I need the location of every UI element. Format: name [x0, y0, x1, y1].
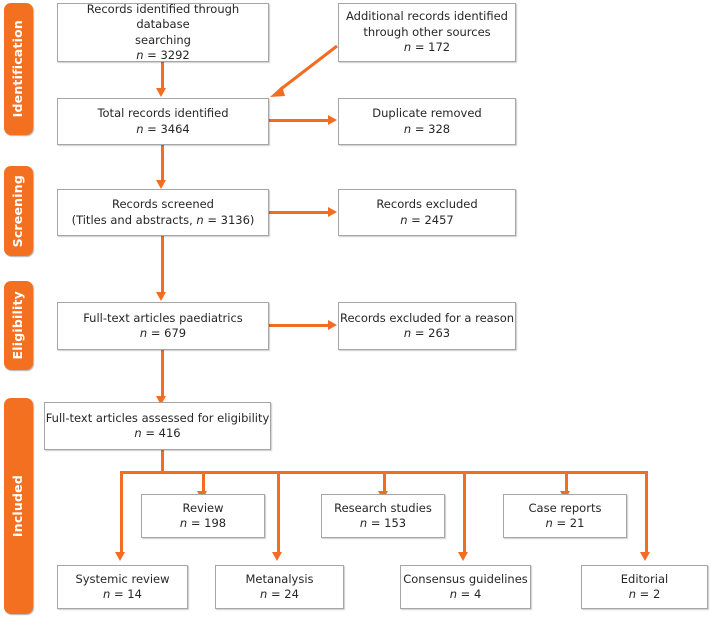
connector-total-to-screened	[161, 145, 164, 183]
node-count: n = 21	[545, 516, 585, 530]
node-line-1: Duplicate removed	[372, 106, 482, 120]
node-line-2: searching	[135, 32, 191, 47]
node-line-1: Editorial	[620, 571, 669, 586]
stage-bar-included: Included	[4, 398, 33, 614]
node-line-2: through other sources	[363, 24, 491, 39]
node-line-1: Records screened	[112, 197, 214, 211]
stage-bar-eligibility: Eligibility	[4, 281, 33, 370]
node-records-excluded: Records excluded n = 2457	[338, 189, 516, 236]
node-review: Review n = 198	[141, 494, 265, 538]
node-line-1: Total records identified	[97, 106, 229, 120]
node-count: n = 2457	[400, 212, 454, 227]
node-additional-records-other-sources: Additional records identified through ot…	[338, 3, 516, 62]
node-records-excluded-for-reason: Records excluded for a reason n = 263	[338, 302, 516, 350]
connector-bus-to-systemic-review	[120, 471, 123, 555]
node-consensus-guidelines: Consensus guidelines n = 4	[400, 565, 531, 609]
arrowhead-total-to-screened	[156, 180, 166, 189]
connector-bus-to-research-studies	[383, 471, 386, 494]
node-line-1: Records identified through database	[86, 1, 240, 32]
arrowhead-screened-to-excluded	[328, 207, 337, 217]
arrowhead-bus-to-consensus	[458, 552, 468, 561]
node-line-2: (Titles and abstracts, n = 3136)	[71, 212, 255, 227]
node-count: n = 328	[403, 121, 451, 136]
node-line-1: Full-text articles assessed for eligibil…	[45, 410, 270, 425]
node-line-1: Review	[182, 500, 224, 515]
connector-db-search-to-total	[161, 62, 164, 91]
arrowhead-db-search-to-total	[156, 88, 166, 97]
connector-screened-to-fulltext	[161, 236, 164, 295]
node-count: n = 198	[179, 516, 227, 530]
connector-fulltext-to-excluded-reason	[269, 324, 330, 327]
connector-distribution-bus	[120, 471, 645, 474]
connector-fulltext-to-assessed	[161, 350, 164, 399]
arrowhead-bus-to-systemic-review	[115, 552, 125, 561]
connector-bus-to-review	[202, 471, 205, 494]
arrowhead-fulltext-to-excluded-reason	[328, 320, 337, 330]
node-count: n = 153	[359, 516, 407, 530]
node-count: n = 24	[260, 587, 299, 601]
node-line-1: Metanalysis	[245, 571, 314, 586]
node-duplicate-removed: Duplicate removed n = 328	[338, 98, 516, 145]
connector-screened-to-excluded	[269, 211, 330, 214]
connector-total-to-duplicates	[269, 119, 330, 122]
node-line-1: Research studies	[334, 500, 432, 515]
node-total-records-identified: Total records identified n = 3464	[57, 98, 269, 145]
node-count: n = 14	[103, 587, 142, 601]
node-records-screened: Records screened (Titles and abstracts, …	[57, 189, 269, 236]
arrowhead-bus-to-editorial	[640, 552, 650, 561]
node-count: n = 2	[628, 587, 661, 601]
node-count: n = 3292	[136, 48, 190, 62]
node-line-1: Systemic review	[75, 571, 170, 586]
node-editorial: Editorial n = 2	[581, 565, 708, 609]
connector-bus-to-case-reports	[565, 471, 568, 494]
node-count: n = 3464	[136, 121, 190, 136]
arrowhead-total-to-duplicates	[328, 115, 337, 125]
node-line-1: Consensus guidelines	[403, 571, 528, 586]
node-metanalysis: Metanalysis n = 24	[215, 565, 344, 609]
node-line-1: Records excluded	[376, 197, 478, 211]
stage-bar-identification: Identification	[4, 3, 33, 135]
node-count: n = 263	[403, 326, 451, 340]
node-line-1: Case reports	[528, 500, 602, 515]
node-count: n = 4	[449, 587, 482, 601]
node-count: n = 172	[403, 40, 451, 55]
node-count: n = 679	[139, 326, 187, 340]
node-case-reports: Case reports n = 21	[503, 494, 627, 538]
node-records-identified-database: Records identified through database sear…	[57, 1, 269, 62]
connector-bus-to-editorial	[645, 471, 648, 555]
node-research-studies: Research studies n = 153	[321, 494, 445, 538]
node-fulltext-articles-assessed: Full-text articles assessed for eligibil…	[44, 402, 271, 450]
arrowhead-screened-to-fulltext	[156, 292, 166, 301]
connector-assessed-stem	[161, 450, 164, 474]
connector-bus-to-consensus	[463, 471, 466, 555]
node-line-1: Additional records identified	[346, 9, 508, 24]
stage-bar-screening: Screening	[4, 166, 33, 256]
node-count: n = 416	[134, 426, 181, 440]
connector-bus-to-metanalysis	[277, 471, 280, 555]
node-line-1: Records excluded for a reason	[339, 310, 515, 325]
arrowhead-fulltext-to-assessed	[156, 396, 166, 405]
node-fulltext-articles-paediatrics: Full-text articles paediatrics n = 679	[57, 302, 269, 350]
arrowhead-bus-to-metanalysis	[272, 552, 282, 561]
node-systemic-review: Systemic review n = 14	[57, 565, 188, 609]
node-line-1: Full-text articles paediatrics	[83, 310, 243, 325]
